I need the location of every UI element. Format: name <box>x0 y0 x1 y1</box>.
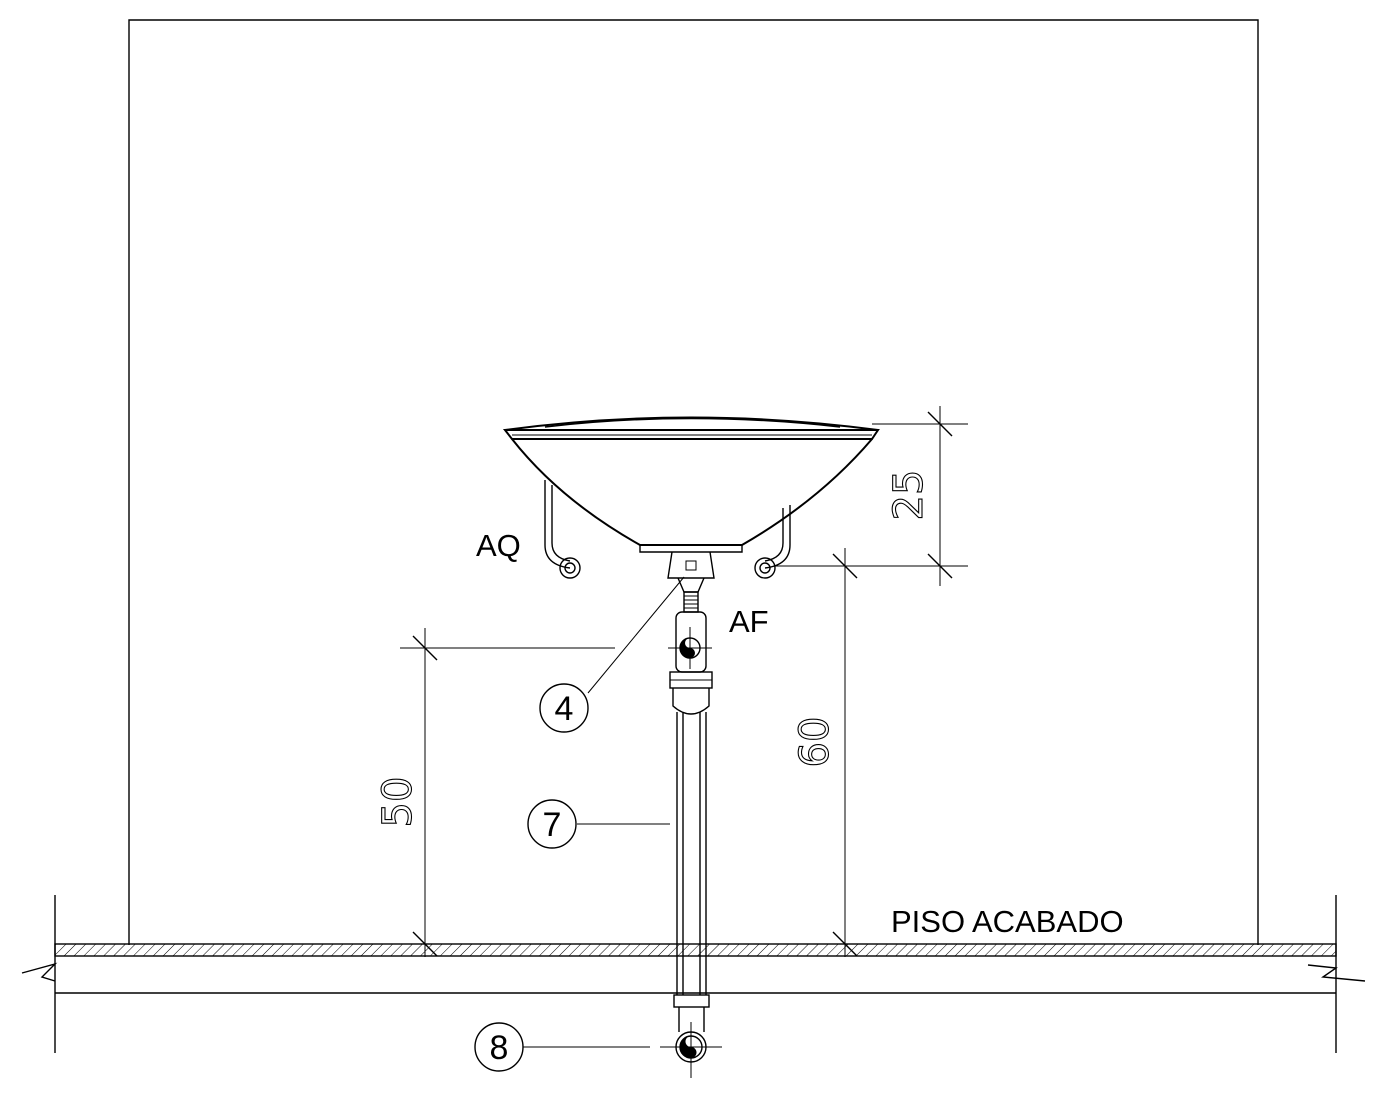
drain-assembly <box>660 551 722 1078</box>
dimension-drain-height-text: 50 <box>375 777 421 828</box>
washbasin <box>502 416 880 569</box>
dimension-drain-height: 50 <box>374 628 615 957</box>
callout-trap-number: 4 <box>555 690 574 728</box>
callout-drain-elbow: 8 <box>474 1022 650 1072</box>
floor-label: PISO ACABADO <box>891 904 1124 939</box>
hot-water-valve <box>559 557 581 579</box>
wall-outline <box>128 19 1259 945</box>
callout-drain-pipe: 7 <box>527 799 670 849</box>
callout-trap: 4 <box>539 576 685 733</box>
dimension-basin-height-text: 25 <box>886 470 932 521</box>
dimension-basin-height: 25 <box>872 406 968 586</box>
cold-water-label: AF <box>729 604 769 639</box>
hot-water-label: AQ <box>476 528 521 563</box>
cold-water-valve <box>754 557 776 579</box>
dimension-supply-height: 60 <box>775 548 872 957</box>
callout-drain-pipe-number: 7 <box>543 806 562 844</box>
dimension-supply-height-text: 60 <box>792 717 838 768</box>
floor-slab <box>21 895 1366 1053</box>
callout-drain-elbow-number: 8 <box>490 1029 509 1067</box>
